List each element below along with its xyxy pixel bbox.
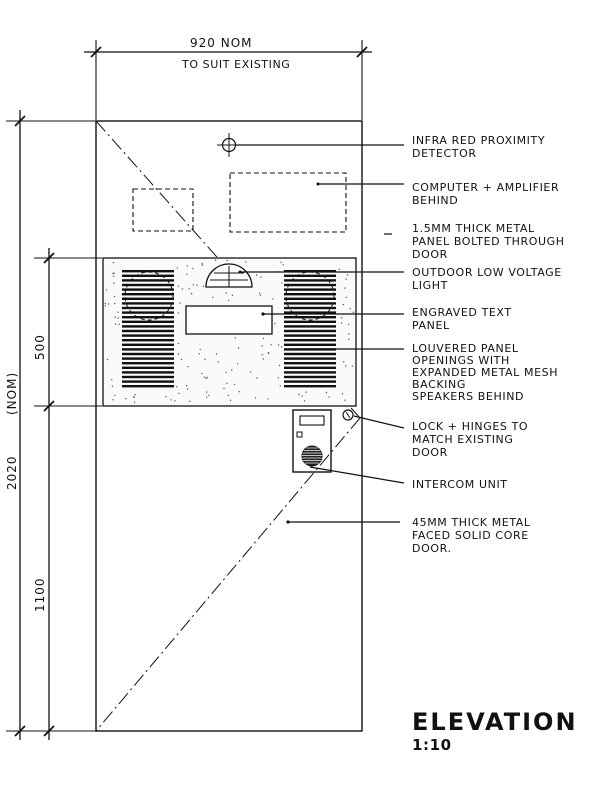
title-block: ELEVATION 1:10	[412, 708, 578, 754]
louvre-right	[284, 270, 336, 388]
callouts: INFRA RED PROXIMITY DETECTOR COMPUTER + …	[412, 134, 569, 555]
door	[95, 120, 363, 732]
width-dimension: 920 NOM TO SUIT EXISTING	[84, 36, 372, 120]
height-total-value: 2020	[5, 455, 19, 490]
width-note: TO SUIT EXISTING	[181, 58, 290, 71]
height-lower-value: 1100	[33, 577, 47, 612]
drawing-scale: 1:10	[412, 736, 452, 754]
width-value: 920 NOM	[190, 36, 253, 50]
callout-intercom: INTERCOM UNIT	[412, 478, 508, 491]
height-upper-value: 500	[33, 334, 47, 360]
callout-text-panel: ENGRAVED TEXT PANEL	[412, 306, 516, 332]
callout-sensor: INFRA RED PROXIMITY DETECTOR	[412, 134, 549, 160]
hidden-equipment	[132, 172, 347, 233]
height-dimensions: 2020 (NOM) 500 1100	[5, 110, 102, 740]
callout-louvre: LOUVERED PANEL OPENINGS WITH EXPANDED ME…	[412, 342, 562, 403]
engraved-text-panel	[185, 305, 273, 335]
intercom-unit	[292, 409, 332, 473]
louvre-left	[122, 270, 174, 388]
callout-light: OUTDOOR LOW VOLTAGE LIGHT	[412, 266, 566, 292]
drawing-title: ELEVATION	[412, 708, 578, 736]
callout-door: 45MM THICK METAL FACED SOLID CORE DOOR.	[412, 516, 535, 555]
callout-panel: 1.5MM THICK METAL PANEL BOLTED THROUGH D…	[412, 222, 569, 261]
callout-computer: COMPUTER + AMPLIFIER BEHIND	[412, 181, 563, 207]
outdoor-light	[205, 263, 253, 288]
callout-lock: LOCK + HINGES TO MATCH EXISTING DOOR	[412, 420, 532, 459]
leader-lines	[236, 144, 405, 523]
lock-icon	[342, 409, 354, 421]
height-total-note: (NOM)	[5, 372, 19, 415]
